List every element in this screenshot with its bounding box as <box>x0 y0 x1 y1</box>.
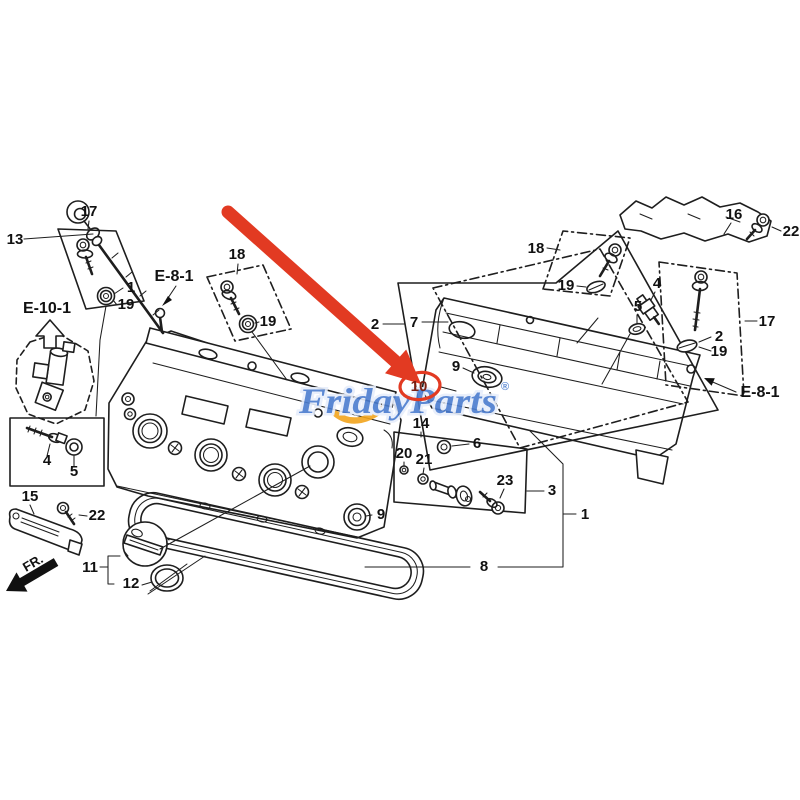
callout-21: 21 <box>416 451 433 468</box>
callout-13: 13 <box>7 231 24 248</box>
group-box-17-right <box>658 261 745 397</box>
group-box-18-left <box>206 264 292 342</box>
harness-bracket <box>619 196 772 243</box>
red-highlight-overlay: 10 <box>221 205 442 402</box>
callout-23: 23 <box>497 472 514 489</box>
watermark-registered-icon: ® <box>501 381 509 393</box>
group-boxes <box>9 228 745 514</box>
bolt-and-grommet-18-left <box>220 280 258 334</box>
callout-19-right: 19 <box>558 277 575 294</box>
group-box-14 <box>393 431 528 514</box>
tube-seal-front <box>343 503 371 531</box>
callout-10-highlighted: 10 <box>411 378 428 395</box>
callout-5-right: 5 <box>634 298 642 315</box>
e81-right-arrowhead <box>704 378 715 386</box>
stay-bolt <box>56 501 76 526</box>
callout-e81-left: E-8-1 <box>154 268 193 285</box>
callout-16: 16 <box>726 206 743 223</box>
group-box-2 <box>397 230 719 471</box>
callout-e81-right: E-8-1 <box>740 384 779 401</box>
callout-19-left: 19 <box>118 296 135 313</box>
group-box-18-right <box>542 230 631 297</box>
group-blob-e10 <box>15 332 95 425</box>
rear-cylinder-head-cover <box>421 297 701 485</box>
tube-seal-rear <box>471 365 503 389</box>
callout-9-front: 9 <box>377 506 385 523</box>
callout-4-left: 4 <box>43 452 52 469</box>
cover-screws <box>167 440 310 500</box>
fr-arrow-icon <box>6 558 59 592</box>
callout-17-right: 17 <box>759 313 776 330</box>
red-arrow-shaft <box>221 205 403 369</box>
callout-18-right: 18 <box>528 240 545 257</box>
watermark-text: FridayParts <box>298 381 497 421</box>
callout-7: 7 <box>410 314 418 331</box>
washer-5-left <box>65 438 83 456</box>
callout-labels: 13 17 1 19 E-8-1 E-10-1 18 19 2 7 9 14 2… <box>7 203 800 592</box>
spark-plug-right <box>636 294 661 326</box>
group-box-4-5 <box>9 417 105 487</box>
callout-14: 14 <box>413 415 430 432</box>
callout-5-left: 5 <box>70 463 78 480</box>
callout-8: 8 <box>480 558 488 575</box>
callout-18-left: 18 <box>229 246 246 263</box>
bolt-and-grommet-17-right <box>676 270 709 353</box>
bolt-and-grommet-18-right <box>586 243 622 294</box>
bracket-bolt <box>745 213 770 241</box>
watermark-swoosh <box>332 397 395 424</box>
callout-1-right: 1 <box>581 506 589 523</box>
callout-2: 2 <box>371 316 379 333</box>
front-cylinder-head-cover <box>107 307 402 539</box>
filler-cap-gasket <box>149 563 188 592</box>
red-highlight-circle <box>398 370 442 402</box>
callout-12: 12 <box>123 575 140 592</box>
callout-22-right: 22 <box>783 223 800 240</box>
e10-up-arrow-icon <box>35 319 65 349</box>
group-box-17-left <box>57 228 145 310</box>
e81-left-arrowhead <box>162 296 172 306</box>
callout-15: 15 <box>22 488 39 505</box>
vtc-solenoid <box>32 341 76 412</box>
callout-20: 20 <box>396 445 413 462</box>
fr-direction-arrow: FR. <box>6 551 59 592</box>
callout-19-right2: 19 <box>711 343 728 360</box>
bolt-and-grommet-17-left <box>76 238 116 306</box>
stay-bracket <box>8 508 83 556</box>
callout-19-left2: 19 <box>260 313 277 330</box>
callout-4-right: 4 <box>653 275 662 292</box>
bolt-4-left <box>25 425 68 445</box>
callout-22-left: 22 <box>89 507 106 524</box>
group-box-7 <box>432 248 689 449</box>
head-cover-gasket <box>127 491 425 601</box>
callout-e101: E-10-1 <box>23 300 71 317</box>
callout-9-rear: 9 <box>452 358 460 375</box>
washer-right <box>628 322 646 336</box>
callout-6: 6 <box>473 435 481 452</box>
callout-3: 3 <box>548 482 556 499</box>
leader-lines <box>23 220 782 595</box>
watermark: FridayParts ® <box>295 379 510 424</box>
callout-1-left: 1 <box>127 279 135 296</box>
callout-2-right: 2 <box>715 328 723 345</box>
dipstick <box>66 200 165 335</box>
callout-11: 11 <box>82 559 98 576</box>
callout-17-left: 17 <box>81 203 98 220</box>
oil-filler-cap <box>122 521 170 567</box>
